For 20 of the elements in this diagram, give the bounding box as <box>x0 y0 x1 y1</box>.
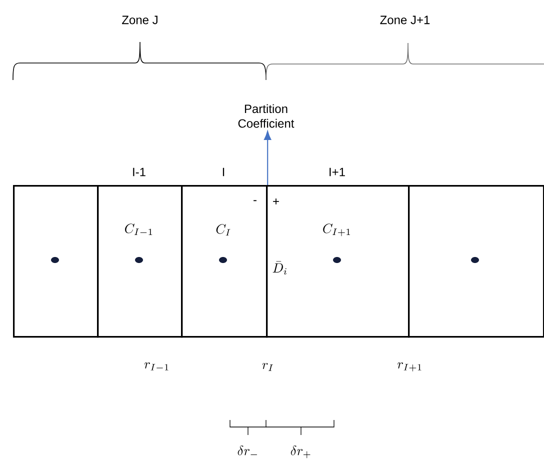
text-label: Partition Coefficient <box>238 104 294 128</box>
cell-box <box>13 185 99 338</box>
radius-label: $r_{I+1}$ <box>398 362 422 372</box>
sign-label: - <box>254 200 256 202</box>
radius-label: $r_{I-1}$ <box>144 362 168 370</box>
coefficient-label: $\bar{D}_i$ <box>272 261 287 275</box>
cell-box <box>408 185 544 338</box>
zone-label: Zone J+1 <box>380 16 430 24</box>
radius-label: $r_I$ <box>262 362 273 371</box>
sign-label: + <box>273 198 279 204</box>
arrow <box>264 131 272 185</box>
concentration-label: $C_{I-1}$ <box>125 224 152 235</box>
concentration-label: $C_I$ <box>216 224 230 236</box>
width-label: $\delta r_-$ <box>238 446 258 456</box>
cell-label: I <box>222 168 224 176</box>
cell-label: I-1 <box>133 168 146 176</box>
concentration-label: $C_{I+1}$ <box>323 224 350 236</box>
zone-label: Zone J <box>122 16 158 24</box>
width-label: $\delta r_+$ <box>290 446 310 458</box>
cell-label: I+1 <box>330 168 345 176</box>
